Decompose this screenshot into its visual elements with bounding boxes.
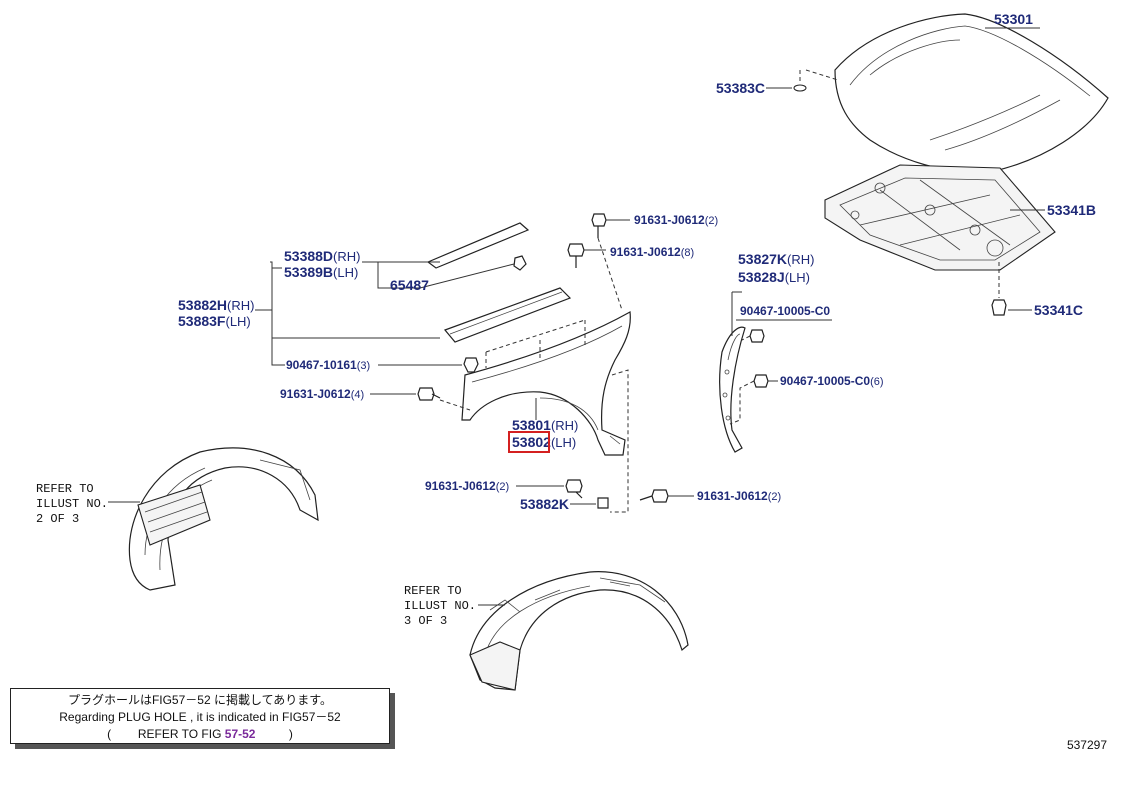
note-japanese: プラグホールはFIG57－52 に掲載してあります。 — [67, 693, 333, 707]
part-90467-10005-C0-6-label[interactable]: 90467-10005-C0(6) — [780, 374, 884, 388]
hood-cushion-icon — [793, 84, 807, 92]
part-53827K-label[interactable]: 53827K(RH) — [738, 251, 814, 267]
clip-b-icon — [749, 329, 765, 343]
part-53802-label[interactable]: 53802(LH) — [512, 434, 576, 450]
note-english: Regarding PLUG HOLE , it is indicated in… — [59, 710, 341, 724]
note-open-paren: ( — [107, 727, 112, 741]
fender-illustration[interactable] — [461, 311, 631, 456]
note-refer-line: ( REFER TO FIG 57-52 ) — [11, 726, 389, 743]
selected-part-highlight — [508, 431, 550, 453]
part-91631-J0612-upper-label[interactable]: 91631-J0612(8) — [610, 245, 694, 259]
part-90467-10161-label[interactable]: 90467-10161(3) — [286, 358, 370, 372]
bolt-left-icon — [417, 387, 441, 401]
plug-hole-note: プラグホールはFIG57－52 に掲載してあります。 Regarding PLU… — [10, 688, 390, 744]
under-cover-illustration[interactable] — [824, 164, 1056, 271]
note-refer-to: REFER TO FIG — [137, 727, 222, 741]
clip-c-icon — [753, 374, 769, 388]
part-53828J-label[interactable]: 53828J(LH) — [738, 269, 810, 285]
part-53882H-label[interactable]: 53882H(RH) — [178, 297, 254, 313]
part-91631-J0612-low-right-label[interactable]: 91631-J0612(2) — [697, 489, 781, 503]
part-53301-label[interactable]: 53301 — [994, 11, 1033, 27]
refer-to-illust-3-line1: REFER TO — [404, 584, 462, 598]
refer-to-illust-2-line1: REFER TO — [36, 482, 94, 496]
fig-57-52-link[interactable]: 57-52 — [224, 727, 256, 741]
part-53883F-label[interactable]: 53883F(LH) — [178, 313, 251, 329]
part-53882K-label[interactable]: 53882K — [520, 496, 569, 512]
bolt-low-left-icon — [565, 479, 583, 499]
part-91631-J0612-low-left-label[interactable]: 91631-J0612(2) — [425, 479, 509, 493]
hood-illustration[interactable] — [834, 13, 1109, 173]
part-65487-label[interactable]: 65487 — [390, 277, 429, 293]
bolt-top-icon — [591, 213, 607, 238]
part-53341B-label[interactable]: 53341B — [1047, 202, 1096, 218]
part-53341C-label[interactable]: 53341C — [1034, 302, 1083, 318]
refer-to-illust-2-line3: 2 OF 3 — [36, 512, 79, 526]
part-53383C-label[interactable]: 53383C — [716, 80, 765, 96]
bolt-upper-icon — [567, 243, 585, 268]
inner-liner-left-illustration[interactable] — [128, 447, 319, 591]
refer-to-illust-3-line3: 3 OF 3 — [404, 614, 447, 628]
refer-to-illust-3-line2: ILLUST NO. — [404, 599, 476, 613]
fender-liner-illustration[interactable] — [719, 326, 746, 453]
under-cover-clip-icon — [991, 299, 1007, 316]
fender-bracket-icon — [597, 497, 609, 509]
part-53389B-label[interactable]: 53389B(LH) — [284, 264, 358, 280]
illustration-code: 537297 — [1066, 738, 1107, 752]
bolt-low-right-icon — [639, 489, 669, 503]
fender-upper-seal-icon — [443, 287, 572, 343]
note-close-paren: ) — [288, 727, 293, 741]
inner-liner-bottom-illustration[interactable] — [469, 571, 689, 691]
clip-90467-10161-icon — [463, 357, 479, 373]
refer-to-illust-2-line2: ILLUST NO. — [36, 497, 108, 511]
part-53388D-label[interactable]: 53388D(RH) — [284, 248, 360, 264]
part-91631-J0612-top-label[interactable]: 91631-J0612(2) — [634, 213, 718, 227]
part-91631-J0612-left-label[interactable]: 91631-J0612(4) — [280, 387, 364, 401]
seal-strip-icon — [426, 222, 530, 269]
part-53801-label[interactable]: 53801(RH) — [512, 417, 578, 433]
part-90467-10005-C0-label[interactable]: 90467-10005-C0 — [740, 304, 830, 318]
